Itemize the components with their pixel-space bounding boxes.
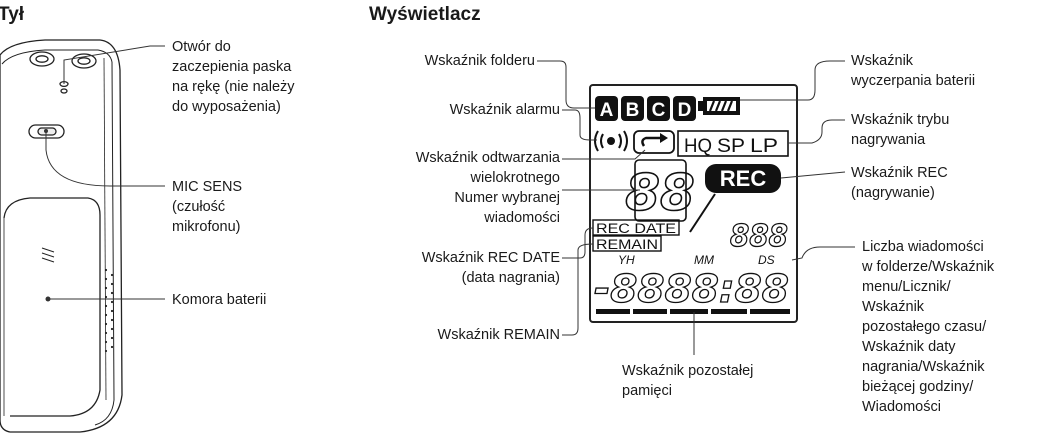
rec-date-connector <box>689 193 716 233</box>
folder-indicator: A B C D <box>595 96 696 121</box>
rec-date-text: REC DATE <box>596 221 676 236</box>
folder-letter: D <box>678 100 692 121</box>
leader-mic-sens <box>45 131 165 187</box>
remain-indicator: REMAIN <box>592 235 662 252</box>
microphone-hole-left <box>29 51 55 67</box>
battery-indicator-label: Wskaźnik wyczerpania baterii <box>851 53 976 89</box>
lcd-display: A B C D HQ SP <box>589 84 798 323</box>
unit-yh: YH <box>618 253 635 267</box>
rec-text: REC <box>720 166 767 191</box>
folder-letter: C <box>652 100 666 121</box>
message-number-value: 88 <box>625 164 695 222</box>
mode-lp: LP <box>750 136 778 157</box>
alarm-icon <box>594 130 628 152</box>
leader-folder <box>537 60 595 109</box>
display-leader-lines <box>537 60 855 355</box>
back-view-heading: Tył <box>0 4 25 25</box>
folder-letter: B <box>626 100 640 121</box>
battery-compartment-label: Komora baterii <box>172 292 267 308</box>
leader-counter <box>791 246 855 261</box>
display-heading: Wyświetlacz <box>369 4 481 25</box>
leader-battery-indicator <box>740 60 845 101</box>
rec-date-indicator-label: Wskaźnik REC DATE (data nagrania) <box>421 250 560 286</box>
strap-hole-label: Otwór do zaczepienia paska na rękę (nie … <box>172 39 295 115</box>
repeat-indicator-label: Wskaźnik odtwarzania wielokrotnego <box>415 150 560 186</box>
recording-mode-indicator: HQ SP LP <box>677 130 789 157</box>
microphone-hole-right <box>71 53 97 69</box>
leader-repeat <box>562 149 646 160</box>
leader-rec <box>780 171 846 179</box>
mode-hq: HQ <box>684 136 712 157</box>
leader-strap-hole <box>63 45 165 84</box>
rec-indicator-label: Wskaźnik REC (nagrywanie) <box>851 165 948 201</box>
counter-indicator-label: Liczba wiadomości w folderze/Wskaźnik me… <box>862 239 995 415</box>
mic-sens-label: MIC SENS (czułość mikrofonu) <box>172 179 243 235</box>
message-number-label: Numer wybranej wiadomości <box>454 190 560 226</box>
folder-indicator-label: Wskaźnik folderu <box>424 53 535 69</box>
count-digits: 888 <box>730 219 788 254</box>
leader-alarm <box>562 109 597 141</box>
leader-remain <box>562 243 594 336</box>
folder-letter: A <box>600 100 614 121</box>
speaker-grille <box>104 268 114 353</box>
device-leader-lines <box>44 45 165 302</box>
rec-indicator: REC <box>705 164 781 193</box>
battery-cover <box>3 197 101 417</box>
recorder-back-illustration <box>0 39 123 433</box>
remain-text: REMAIN <box>596 237 658 252</box>
unit-ds: DS <box>758 253 775 267</box>
alarm-indicator-label: Wskaźnik alarmu <box>449 102 560 118</box>
rec-date-indicator: REC DATE <box>592 219 680 236</box>
message-number-digits: 88 <box>624 159 696 223</box>
memory-indicator-label: Wskaźnik pozostałej pamięci <box>622 363 754 399</box>
main-counter-digits: -8888:88 <box>594 267 789 311</box>
mode-sp: SP <box>717 136 745 157</box>
remaining-memory-bar <box>596 309 790 314</box>
leader-rec-date <box>562 227 594 259</box>
remain-indicator-label: Wskaźnik REMAIN <box>437 327 560 343</box>
repeat-playback-icon <box>633 130 675 154</box>
rec-mode-indicator-label: Wskaźnik trybu nagrywania <box>851 112 950 148</box>
unit-mm: MM <box>694 253 714 267</box>
battery-icon <box>698 97 740 115</box>
leader-rec-mode <box>788 119 845 144</box>
time-unit-labels: YH MM DS <box>618 253 775 267</box>
